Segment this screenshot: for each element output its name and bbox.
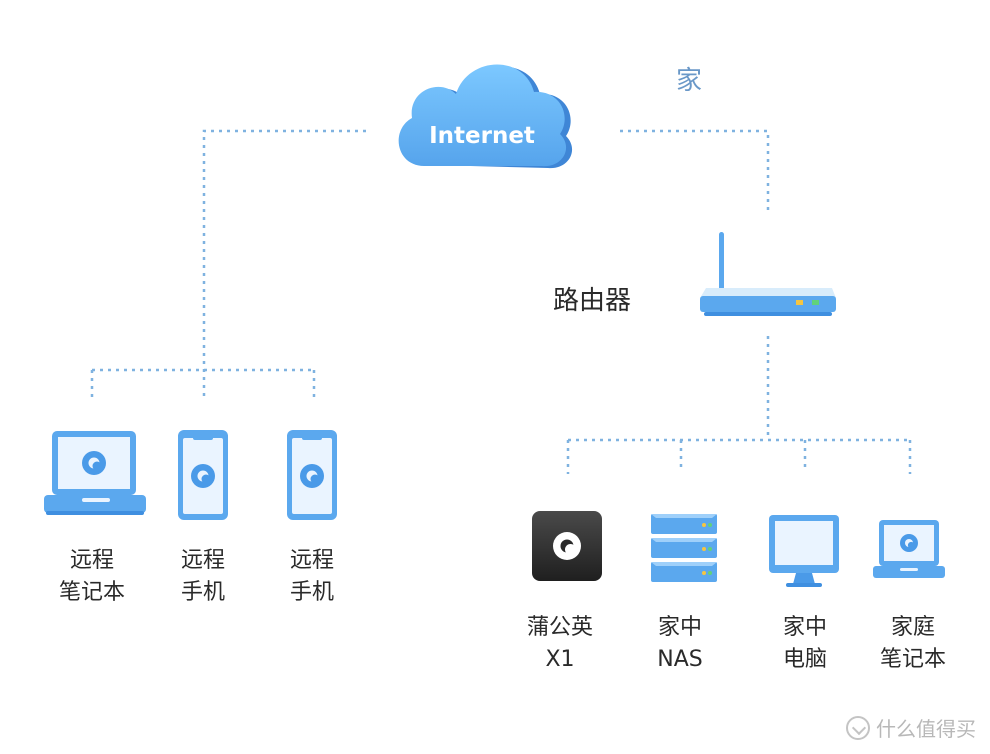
dandelion-logo-icon: [82, 451, 106, 475]
cloud-icon: Internet: [398, 64, 573, 169]
cloud-label: Internet: [429, 123, 535, 149]
phone-icon: [287, 430, 337, 520]
laptop-icon: [44, 431, 146, 515]
monitor-icon: [769, 515, 839, 587]
phone-icon: [178, 430, 228, 520]
dandelion-logo-icon: [900, 534, 918, 552]
home-device-label-laptop: 家庭 笔记本: [879, 615, 946, 672]
home-device-label-x1: 蒲公英 X1: [526, 615, 593, 672]
home-label: 家: [676, 66, 703, 96]
watermark-text: 什么值得买: [876, 717, 976, 741]
home-device-label-pc: 家中 电脑: [782, 615, 827, 672]
remote-phone-label: 远程 手机: [180, 548, 225, 605]
line-cloud-left: [202, 129, 366, 398]
router-label: 路由器: [553, 286, 632, 316]
laptop-icon: [873, 520, 945, 578]
remote-phone-label: 远程 手机: [289, 548, 334, 605]
watermark: 什么值得买: [846, 713, 976, 742]
dandelion-logo-icon: [300, 464, 324, 488]
nas-icon: [651, 514, 717, 582]
router-icon: [700, 232, 836, 316]
home-device-label-nas: 家中 NAS: [657, 615, 703, 672]
remote-laptop-label: 远程 笔记本: [58, 548, 125, 605]
watermark-logo-icon: [846, 715, 870, 740]
dandelion-box-icon: [532, 511, 602, 581]
dandelion-logo-icon: [191, 464, 215, 488]
connection-lines: [90, 129, 912, 474]
line-cloud-right: [620, 129, 770, 212]
